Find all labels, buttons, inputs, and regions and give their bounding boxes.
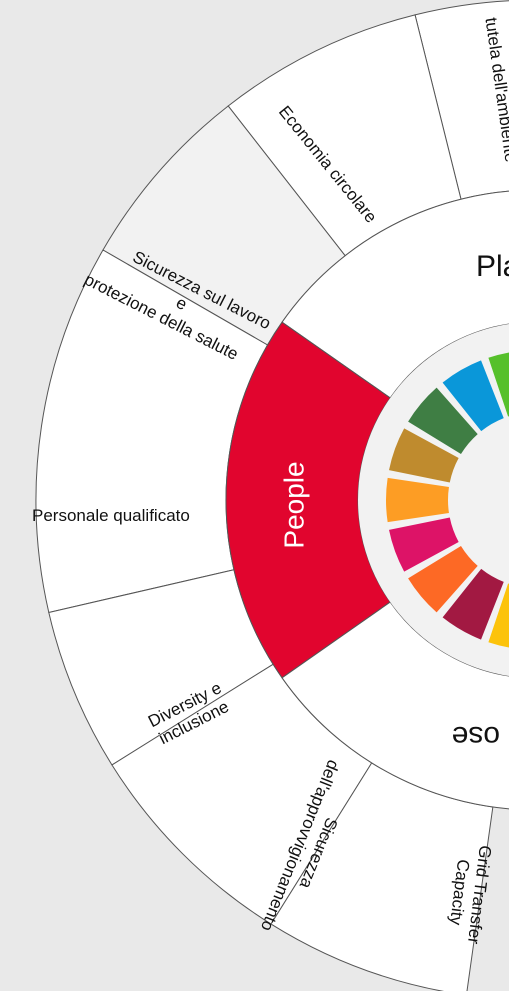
sdg-tile-redorange <box>408 545 478 613</box>
sdg-tiles <box>386 352 509 648</box>
sdg-tile-darkgreen <box>408 387 478 455</box>
ring-label-planet: Pla <box>476 250 509 283</box>
ring-label-purpose: ose <box>452 720 500 753</box>
outer-segments <box>35 0 509 991</box>
sdg-tile-magenta <box>389 517 459 572</box>
label-personale-qualificato: Personale qualificato <box>32 506 190 525</box>
sdg-tile-ochre <box>389 428 459 483</box>
sdg-tile-blue <box>442 360 504 432</box>
sdg-tile-orange <box>386 477 449 523</box>
ring-label-people: People <box>278 461 309 548</box>
sdg-tile-lime <box>488 352 509 417</box>
sdg-tile-gold <box>488 583 509 648</box>
sdg-tile-crimson <box>442 568 504 640</box>
middle-ring <box>225 190 509 810</box>
